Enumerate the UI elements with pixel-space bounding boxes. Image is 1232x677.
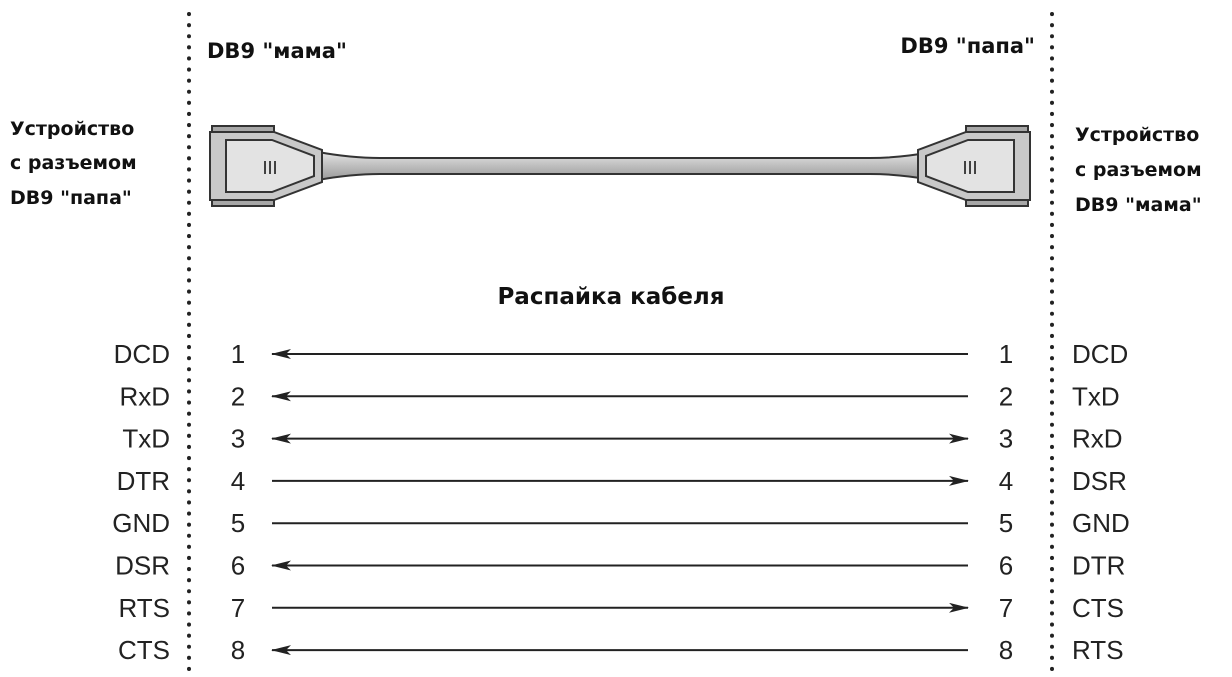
left-device-label: Устройство с разъемом DB9 "папа" (10, 118, 137, 209)
left-pin-number: 2 (231, 381, 245, 411)
right-signal-label: GND (1072, 508, 1130, 538)
right-pin-number: 1 (999, 339, 1013, 369)
left-signal-label: TxD (122, 424, 170, 454)
left-signal-label: CTS (118, 635, 170, 665)
right-pin-number: 4 (999, 466, 1013, 496)
left-pin-number: 6 (231, 551, 245, 581)
right-connector-label: DB9 "папа" (900, 34, 1035, 58)
left-signal-label: RxD (119, 381, 170, 411)
left-signal-label: GND (112, 508, 170, 538)
right-signal-label: RxD (1072, 424, 1123, 454)
left-pin-number: 7 (231, 593, 245, 623)
right-signal-label: TxD (1072, 381, 1120, 411)
right-signal-label: DCD (1072, 339, 1128, 369)
right-pin-number: 5 (999, 508, 1013, 538)
right-signal-label: DSR (1072, 466, 1127, 496)
db9-cable-illustration: III III (209, 125, 1031, 207)
right-device-line-2: с разъемом (1075, 159, 1202, 181)
left-pin-number: 3 (231, 424, 245, 454)
right-device-line-1: Устройство (1075, 124, 1199, 146)
left-device-line-3: DB9 "папа" (10, 187, 132, 209)
left-pin-number: 5 (231, 508, 245, 538)
left-signal-label: DTR (117, 466, 170, 496)
right-signal-label: CTS (1072, 593, 1124, 623)
left-pin-number: 1 (231, 339, 245, 369)
right-plug-mark: III (962, 158, 977, 178)
left-pin-number: 4 (231, 466, 245, 496)
right-device-label: Устройство с разъемом DB9 "мама" (1075, 124, 1202, 216)
left-signal-label: RTS (118, 593, 170, 623)
left-signal-label: DSR (115, 551, 170, 581)
left-device-line-1: Устройство (10, 118, 134, 140)
right-pin-number: 3 (999, 424, 1013, 454)
right-pin-number: 8 (999, 635, 1013, 665)
left-pin-number: 8 (231, 635, 245, 665)
right-pin-number: 7 (999, 593, 1013, 623)
right-device-line-3: DB9 "мама" (1075, 194, 1202, 216)
cable-body (317, 150, 933, 182)
pinout-title: Распайка кабеля (497, 284, 724, 310)
left-plug-icon: III (209, 125, 323, 207)
right-pin-number: 2 (999, 381, 1013, 411)
right-plug-icon: III (917, 125, 1031, 207)
left-connector-label: DB9 "мама" (207, 39, 347, 63)
right-signal-label: DTR (1072, 551, 1125, 581)
right-signal-label: RTS (1072, 635, 1124, 665)
left-device-line-2: с разъемом (10, 152, 137, 174)
right-pin-number: 6 (999, 551, 1013, 581)
left-signal-label: DCD (114, 339, 170, 369)
left-plug-mark: III (262, 158, 277, 178)
